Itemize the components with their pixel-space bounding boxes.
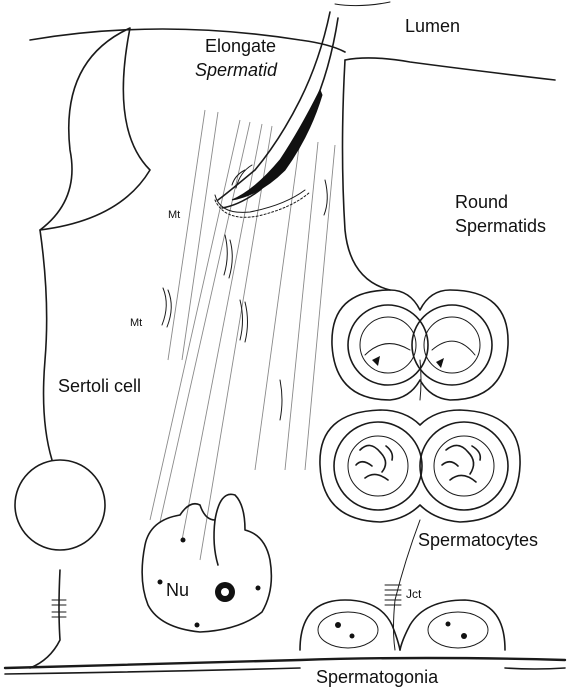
round-spermatids	[332, 290, 508, 400]
label-elongate-spermatid: Spermatid	[195, 60, 278, 80]
microtubule-bundles	[150, 110, 335, 560]
label-round: Round	[455, 192, 508, 212]
label-sertoli-cell: Sertoli cell	[58, 376, 141, 396]
label-spermatocytes: Spermatocytes	[418, 530, 538, 550]
sertoli-left-boundary	[40, 230, 52, 460]
label-lumen: Lumen	[405, 16, 460, 36]
label-round-spermatids: Spermatids	[455, 216, 546, 236]
label-nu: Nu	[166, 580, 189, 600]
crescent-cell-shape	[40, 28, 150, 230]
sertoli-cell-vacuole	[15, 460, 105, 550]
label-mt-upper: Mt	[168, 209, 180, 221]
spermatocytes	[320, 410, 520, 522]
spermatogonia-cells	[300, 600, 505, 650]
label-spermatogonia: Spermatogonia	[316, 667, 439, 687]
nucleolus	[215, 582, 235, 602]
label-mt-lower: Mt	[130, 317, 142, 329]
chromatin-threads	[356, 445, 480, 482]
label-jct: Jct	[406, 587, 422, 601]
label-elongate: Elongate	[205, 36, 276, 56]
sertoli-right-boundary	[343, 60, 391, 290]
sertoli-left-lower-boundary	[30, 570, 60, 668]
